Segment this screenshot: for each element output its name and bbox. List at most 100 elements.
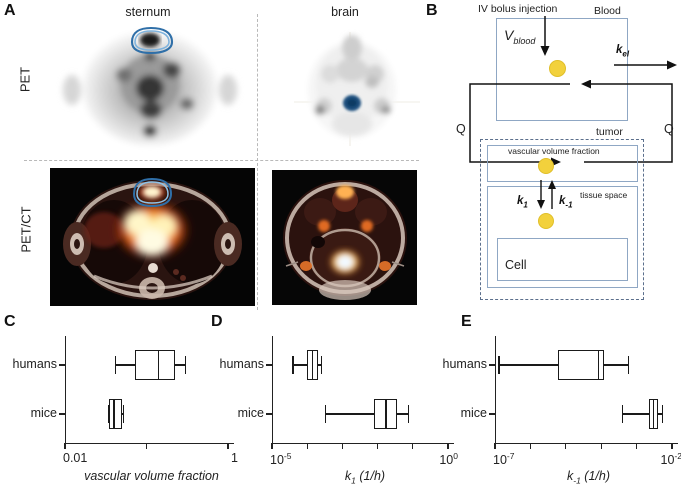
q-right-label: Q <box>664 122 674 136</box>
divider-horizontal <box>24 160 419 161</box>
whisker-high-D-mice <box>397 413 409 415</box>
x-title-symbol: k <box>344 469 352 483</box>
whisker-low-E-humans <box>499 364 558 366</box>
panel-letter-e: E <box>461 313 472 330</box>
x-tick-D-0 <box>271 443 273 449</box>
x-tick-label-D-1: 100 <box>418 451 458 467</box>
panel-letter-d: D <box>211 313 223 330</box>
k-minus-1-subscript: -1 <box>565 200 573 210</box>
petct-brain-image <box>272 170 417 305</box>
x-axis-title-E: k-1 (1/h) <box>475 469 681 486</box>
median-C-mice <box>113 399 115 429</box>
y-tick-E-humans <box>489 364 495 366</box>
x-tick-D-5 <box>447 443 449 449</box>
tick-exponent: 0 <box>453 451 458 461</box>
y-axis-label-D-humans: humans <box>219 357 264 371</box>
whisker-high-E-humans <box>604 364 629 366</box>
x-tick-label-E-1: 10-2 <box>642 451 681 467</box>
x-axis-E <box>495 443 678 445</box>
blood-compartment <box>496 18 628 121</box>
x-tick-E-1 <box>529 443 532 449</box>
tick-base: 10 <box>660 453 675 468</box>
tracer-dot-tissue <box>538 213 554 229</box>
y-axis-label-C-mice: mice <box>30 406 57 420</box>
exchange-arrows <box>537 180 556 209</box>
x-tick-label-D-0: 10-5 <box>270 451 340 467</box>
tick-exponent: -2 <box>674 451 681 461</box>
whisker-low-E-mice <box>622 413 649 415</box>
x-axis-C <box>65 443 234 445</box>
whisker-cap-high-D-humans <box>321 356 323 374</box>
k1-subscript: 1 <box>523 200 528 210</box>
y-axis-C <box>65 336 67 443</box>
pet-sternum-image <box>50 18 250 156</box>
x-tick-D-2 <box>341 443 344 449</box>
tracer-dot-blood <box>549 60 566 77</box>
x-tick-label-C-0: 0.01 <box>63 451 88 465</box>
tumor-label: tumor <box>596 126 623 138</box>
x-tick-E-4 <box>635 443 638 449</box>
tick-base: 10 <box>270 453 284 468</box>
whisker-high-C-humans <box>175 364 186 366</box>
whisker-high-D-humans <box>317 364 322 366</box>
whisker-cap-low-C-humans <box>115 356 117 374</box>
whisker-cap-low-E-mice <box>621 405 624 423</box>
q-left-label: Q <box>456 122 466 136</box>
x-tick-D-1 <box>306 443 308 449</box>
x-tick-C-1 <box>145 443 148 449</box>
tick-exponent: -7 <box>506 451 515 461</box>
k-el-label: kel <box>616 44 629 58</box>
x-tick-E-5 <box>671 443 673 449</box>
x-tick-C-0 <box>64 443 66 449</box>
vascular-volume-box <box>487 145 638 182</box>
median-E-mice <box>652 399 655 429</box>
k-el-arrow <box>614 60 677 70</box>
whisker-cap-high-E-mice <box>662 405 664 423</box>
x-tick-label-C-1: 1 <box>231 451 238 465</box>
tick-exponent: -5 <box>283 451 292 461</box>
panel-letter-a: A <box>4 2 16 19</box>
x-tick-D-4 <box>412 443 414 449</box>
x-tick-C-2 <box>227 443 229 449</box>
y-tick-D-mice <box>266 413 272 415</box>
median-E-humans <box>597 350 600 380</box>
panel-letter-c: C <box>4 313 16 330</box>
y-tick-C-mice <box>59 413 65 415</box>
iv-injection-arrow <box>540 16 550 56</box>
vascular-volume-label: vascular volume fraction <box>508 146 600 156</box>
whisker-cap-high-C-mice <box>122 405 125 423</box>
k-el-symbol: k <box>616 44 623 56</box>
y-axis-label-E-humans: humans <box>442 357 487 371</box>
tumor-compartment <box>480 139 644 300</box>
median-D-humans <box>311 350 314 380</box>
x-tick-E-2 <box>565 443 567 449</box>
y-axis-D <box>272 336 274 443</box>
whisker-low-D-humans <box>293 364 308 366</box>
median-C-humans <box>157 350 160 380</box>
x-title-symbol: k <box>567 469 574 483</box>
whisker-cap-high-C-humans <box>184 356 187 374</box>
tick-base: 10 <box>439 453 454 468</box>
divider-vertical <box>257 14 258 310</box>
v-blood-subscript: blood <box>513 35 536 46</box>
tracer-dot-vascular <box>538 158 554 174</box>
box-C-mice <box>109 399 122 429</box>
whisker-low-C-humans <box>115 364 135 366</box>
whisker-cap-low-C-mice <box>107 405 109 423</box>
tissue-space-label: tissue space <box>580 190 628 200</box>
y-tick-C-humans <box>59 364 65 366</box>
x-tick-E-3 <box>600 443 602 449</box>
k1-symbol: k <box>517 195 524 207</box>
blood-label: Blood <box>594 5 621 17</box>
y-axis-E <box>495 336 497 443</box>
whisker-cap-high-E-humans <box>628 356 630 374</box>
x-tick-label-E-0: 10-7 <box>493 451 563 467</box>
panel-letter-b: B <box>426 2 438 19</box>
x-title-unit: (1/h) <box>580 469 610 483</box>
cell-box <box>497 238 628 281</box>
whisker-cap-high-D-mice <box>407 405 410 423</box>
v-blood-symbol: V <box>504 27 514 43</box>
iv-bolus-label: IV bolus injection <box>478 3 558 15</box>
